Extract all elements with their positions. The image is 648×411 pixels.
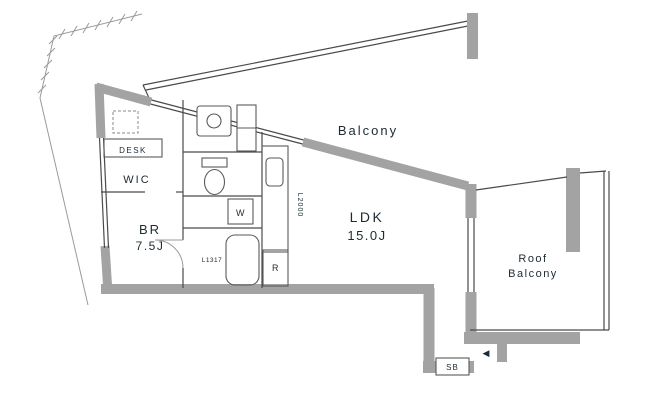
washbasin-icon (196, 105, 232, 137)
balcony-label: Balcony (338, 123, 398, 138)
bedroom-size-label: 7.5J (136, 239, 165, 253)
ldk-size-label: 15.0J (347, 228, 386, 243)
balcony-railing (142, 18, 479, 101)
bathtub-size-label: L1317 (202, 257, 223, 264)
washer-box (227, 198, 254, 225)
bathtub-icon (225, 234, 260, 286)
exterior-walls (94, 13, 580, 373)
roof-balcony-label-line1: Roof (518, 253, 547, 265)
kitchen-counter-outline (261, 145, 289, 253)
roof-balcony-label-line2: Balcony (508, 268, 558, 280)
closet-hanger-icon (112, 110, 139, 134)
shoe-box (435, 357, 470, 376)
labels: Balcony LDK 15.0J BR 7.5J WIC DESK Roof … (119, 123, 558, 372)
roof-balcony-outline (470, 170, 610, 331)
toilet-icon (201, 157, 228, 196)
kitchen-sink-icon (265, 157, 284, 187)
wic-label: WIC (123, 174, 150, 186)
refrigerator-label: R (272, 263, 279, 273)
property-boundary-line (37, 10, 143, 306)
windows (98, 99, 475, 292)
shoe-box-label: SB (446, 363, 459, 372)
bedroom-label: BR (139, 222, 161, 237)
washer-label: W (236, 208, 245, 218)
bedroom-fixtures (103, 110, 163, 158)
desk-outline (103, 138, 163, 158)
refrigerator-box (262, 249, 289, 287)
entrance-area (435, 357, 470, 376)
ldk-label: LDK (350, 209, 385, 225)
desk-label: DESK (119, 146, 147, 155)
bathroom-fixtures (196, 104, 260, 286)
kitchen-fixtures (261, 145, 289, 287)
kitchen-counter-size-label: L2000 (296, 193, 303, 217)
entrance-direction-arrow: ◀ (483, 348, 490, 358)
